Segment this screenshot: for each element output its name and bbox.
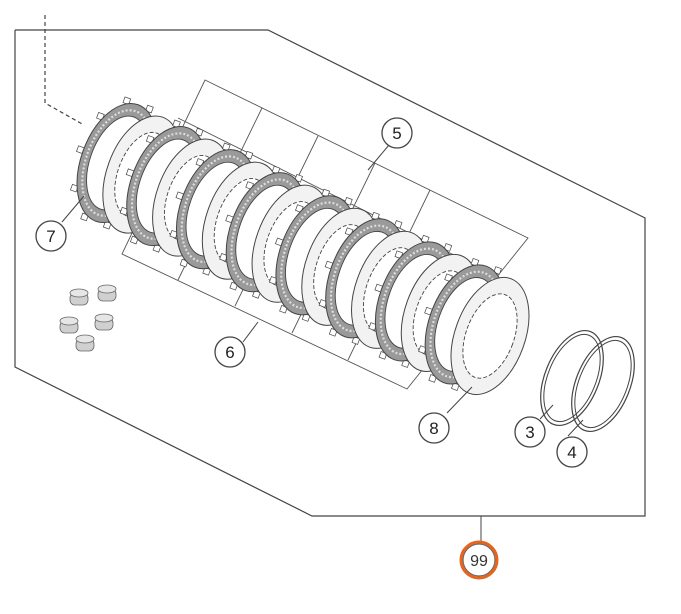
callout-8[interactable]: 8: [418, 412, 450, 444]
callout-6[interactable]: 6: [214, 336, 246, 368]
callout-3-label: 3: [525, 423, 534, 442]
damper-rubber-4: [94, 313, 114, 331]
wire-ring-3[interactable]: [528, 322, 616, 435]
callout-5[interactable]: 5: [381, 117, 413, 149]
callout-8-label: 8: [429, 419, 438, 438]
hotspot-99[interactable]: 99: [459, 540, 499, 580]
callout-3[interactable]: 3: [514, 416, 546, 448]
callout-leaders: [61, 144, 584, 544]
hotspot-99-label: 99: [470, 553, 488, 570]
wire-ring-4[interactable]: [559, 328, 647, 441]
damper-rubber-3: [59, 316, 79, 334]
callout-5-label: 5: [392, 124, 401, 143]
steel-disc: [450, 276, 530, 396]
leader-dashed: [44, 15, 85, 126]
damper-rubber-2: [97, 284, 117, 302]
callout-7[interactable]: 7: [35, 220, 67, 252]
damper-rubber-5: [75, 334, 95, 352]
callout-4-label: 4: [567, 443, 576, 462]
damper-rubber-1: [69, 288, 89, 306]
damper-rubbers: [59, 284, 117, 352]
callout-6-label: 6: [225, 343, 234, 362]
assembly-frame: [14, 29, 646, 517]
callout-4[interactable]: 4: [556, 436, 588, 468]
clutch-disc-stack: [69, 96, 530, 396]
callout-7-label: 7: [46, 227, 55, 246]
